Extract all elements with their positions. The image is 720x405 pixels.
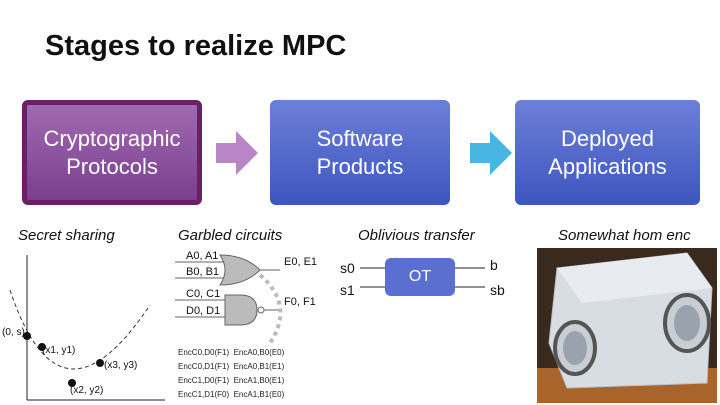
point-label: (x2, y2)	[70, 385, 104, 396]
caption-oblivious-transfer: Oblivious transfer	[358, 227, 475, 244]
wire-label: D0, D1	[186, 305, 221, 317]
point-label: (x1, y1)	[42, 345, 76, 356]
stage-deployed-applications: Deployed Applications	[515, 100, 700, 205]
point-label: (x3, y3)	[104, 360, 138, 371]
glovebox-photo	[537, 248, 717, 403]
point-label: (0, s)	[2, 327, 25, 338]
caption-somewhat-hom-enc: Somewhat hom enc	[558, 227, 691, 244]
table-cell: EncC1,D1(F0)	[178, 390, 230, 399]
wire-label: C0, C1	[186, 288, 221, 300]
arrow-right-icon	[216, 131, 258, 175]
table-cell: EncC0,D0(F1)	[178, 348, 230, 357]
caption-garbled-circuits: Garbled circuits	[178, 227, 283, 244]
wire-label: A0, A1	[186, 250, 219, 262]
table-cell: EncA0,B0(E0)	[233, 348, 285, 357]
ot-choice-b: b	[490, 257, 498, 273]
wire-label: F0, F1	[284, 296, 316, 308]
caption-secret-sharing: Secret sharing	[18, 227, 115, 244]
wire-label: B0, B1	[186, 266, 220, 278]
table-cell: EncC1,D0(F1)	[178, 376, 230, 385]
ot-input-s0: s0	[340, 260, 355, 276]
secret-sharing-plot	[9, 255, 165, 401]
table-cell: EncA1,B1(E0)	[233, 390, 285, 399]
garbled-circuit-diagram	[175, 254, 283, 345]
stage-software-products: Software Products	[270, 100, 450, 205]
table-cell: EncA1,B0(E1)	[233, 376, 285, 385]
ot-input-s1: s1	[340, 282, 355, 298]
slide-title: Stages to realize MPC	[45, 30, 347, 62]
table-cell: EncC0,D1(F1)	[178, 362, 230, 371]
arrow-right-icon	[470, 131, 512, 175]
wire-label: E0, E1	[284, 256, 318, 268]
ot-diagram-lines	[360, 267, 485, 288]
table-cell: EncA0,B1(E1)	[233, 362, 285, 371]
ot-box: OT	[385, 258, 455, 296]
stage-cryptographic-protocols: Cryptographic Protocols	[22, 100, 202, 205]
ot-output-sb: sb	[490, 282, 505, 298]
